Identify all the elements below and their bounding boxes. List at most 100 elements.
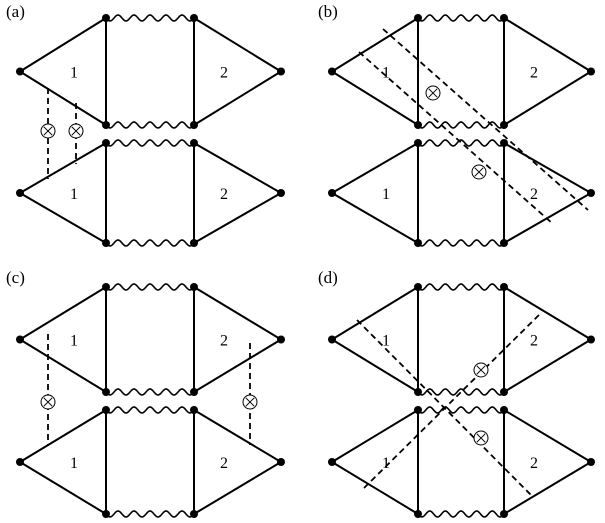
left-triangle: [331, 286, 419, 393]
panel-label-a: (a): [6, 2, 25, 21]
left-triangle-label: 1: [382, 186, 390, 203]
wavy-bottom-line: [105, 510, 195, 518]
vertex-dot: [102, 406, 110, 414]
vertex-dot: [102, 139, 110, 147]
impurity-cross-icon: [471, 164, 487, 180]
left-triangle-label: 1: [70, 455, 78, 472]
right-triangle-label: 2: [220, 455, 228, 472]
vertex-dot: [190, 121, 198, 129]
vertex-dot: [16, 67, 24, 76]
right-triangle: [193, 409, 282, 515]
right-triangle: [193, 142, 282, 244]
right-triangle: [503, 17, 592, 126]
right-triangle-label: 2: [530, 186, 538, 203]
vertex-dot: [328, 67, 336, 76]
right-triangle: [503, 409, 592, 515]
vertex-dot: [328, 189, 336, 197]
vertex-dot: [500, 139, 508, 147]
vertex-dot: [190, 388, 198, 396]
vertex-dot: [414, 283, 422, 291]
wavy-bottom-line: [105, 388, 195, 396]
vertex-dot: [500, 14, 508, 22]
vertex-dot: [587, 67, 595, 76]
left-triangle-label: 1: [382, 65, 390, 82]
vertex-dot: [277, 67, 285, 76]
vertex-dot: [102, 283, 110, 291]
vertex-dot: [500, 283, 508, 291]
vertex-dot: [190, 139, 198, 147]
left-triangle: [19, 286, 107, 393]
impurity-cross-icon: [425, 85, 441, 101]
right-triangle: [193, 286, 282, 393]
right-triangle-label: 2: [220, 65, 228, 82]
wavy-top-line: [105, 14, 195, 22]
left-triangle: [19, 142, 107, 244]
vertex-dot: [102, 388, 110, 396]
vertex-dot: [190, 239, 198, 247]
left-triangle: [19, 17, 107, 126]
right-triangle-label: 2: [530, 65, 538, 82]
vertex-dot: [16, 458, 24, 466]
left-triangle: [331, 17, 419, 126]
vertex-dot: [328, 458, 336, 466]
vertex-dot: [414, 239, 422, 247]
left-triangle-label: 1: [70, 186, 78, 203]
impurity-cross-icon: [68, 123, 84, 139]
vertex-dot: [16, 189, 24, 197]
wavy-bottom-line: [105, 121, 195, 129]
left-triangle: [19, 409, 107, 515]
right-triangle-label: 2: [220, 186, 228, 203]
vertex-dot: [190, 283, 198, 291]
vertex-dot: [414, 388, 422, 396]
wavy-top-line: [105, 406, 195, 414]
vertex-dot: [414, 406, 422, 414]
vertex-dot: [16, 335, 24, 344]
vertex-dot: [500, 239, 508, 247]
wavy-bottom-line: [417, 388, 505, 396]
right-triangle-label: 2: [530, 333, 538, 350]
impurity-dashed-line: [363, 312, 542, 489]
vertex-dot: [587, 458, 595, 466]
vertex-dot: [414, 14, 422, 22]
left-triangle-label: 1: [70, 65, 78, 82]
wavy-top-line: [417, 14, 505, 22]
right-triangle-label: 2: [220, 333, 228, 350]
left-triangle-label: 1: [382, 333, 390, 350]
vertex-dot: [102, 510, 110, 518]
vertex-dot: [500, 121, 508, 129]
vertex-dot: [190, 14, 198, 22]
right-triangle-label: 2: [530, 455, 538, 472]
panel-label-c: (c): [6, 268, 25, 287]
vertex-dot: [500, 388, 508, 396]
vertex-dot: [190, 406, 198, 414]
wavy-top-line: [105, 139, 195, 147]
impurity-cross-icon: [473, 430, 489, 446]
vertex-dot: [414, 139, 422, 147]
vertex-dot: [277, 335, 285, 344]
vertex-dot: [328, 335, 336, 344]
impurity-cross-icon: [473, 362, 489, 378]
panel-label-d: (d): [318, 268, 338, 287]
vertex-dot: [102, 14, 110, 22]
vertex-dot: [587, 335, 595, 344]
wavy-bottom-line: [417, 239, 505, 247]
wavy-bottom-line: [105, 239, 195, 247]
vertex-dot: [414, 510, 422, 518]
left-triangle-label: 1: [382, 455, 390, 472]
wavy-top-line: [105, 283, 195, 291]
vertex-dot: [500, 510, 508, 518]
vertex-dot: [190, 510, 198, 518]
vertex-dot: [102, 239, 110, 247]
